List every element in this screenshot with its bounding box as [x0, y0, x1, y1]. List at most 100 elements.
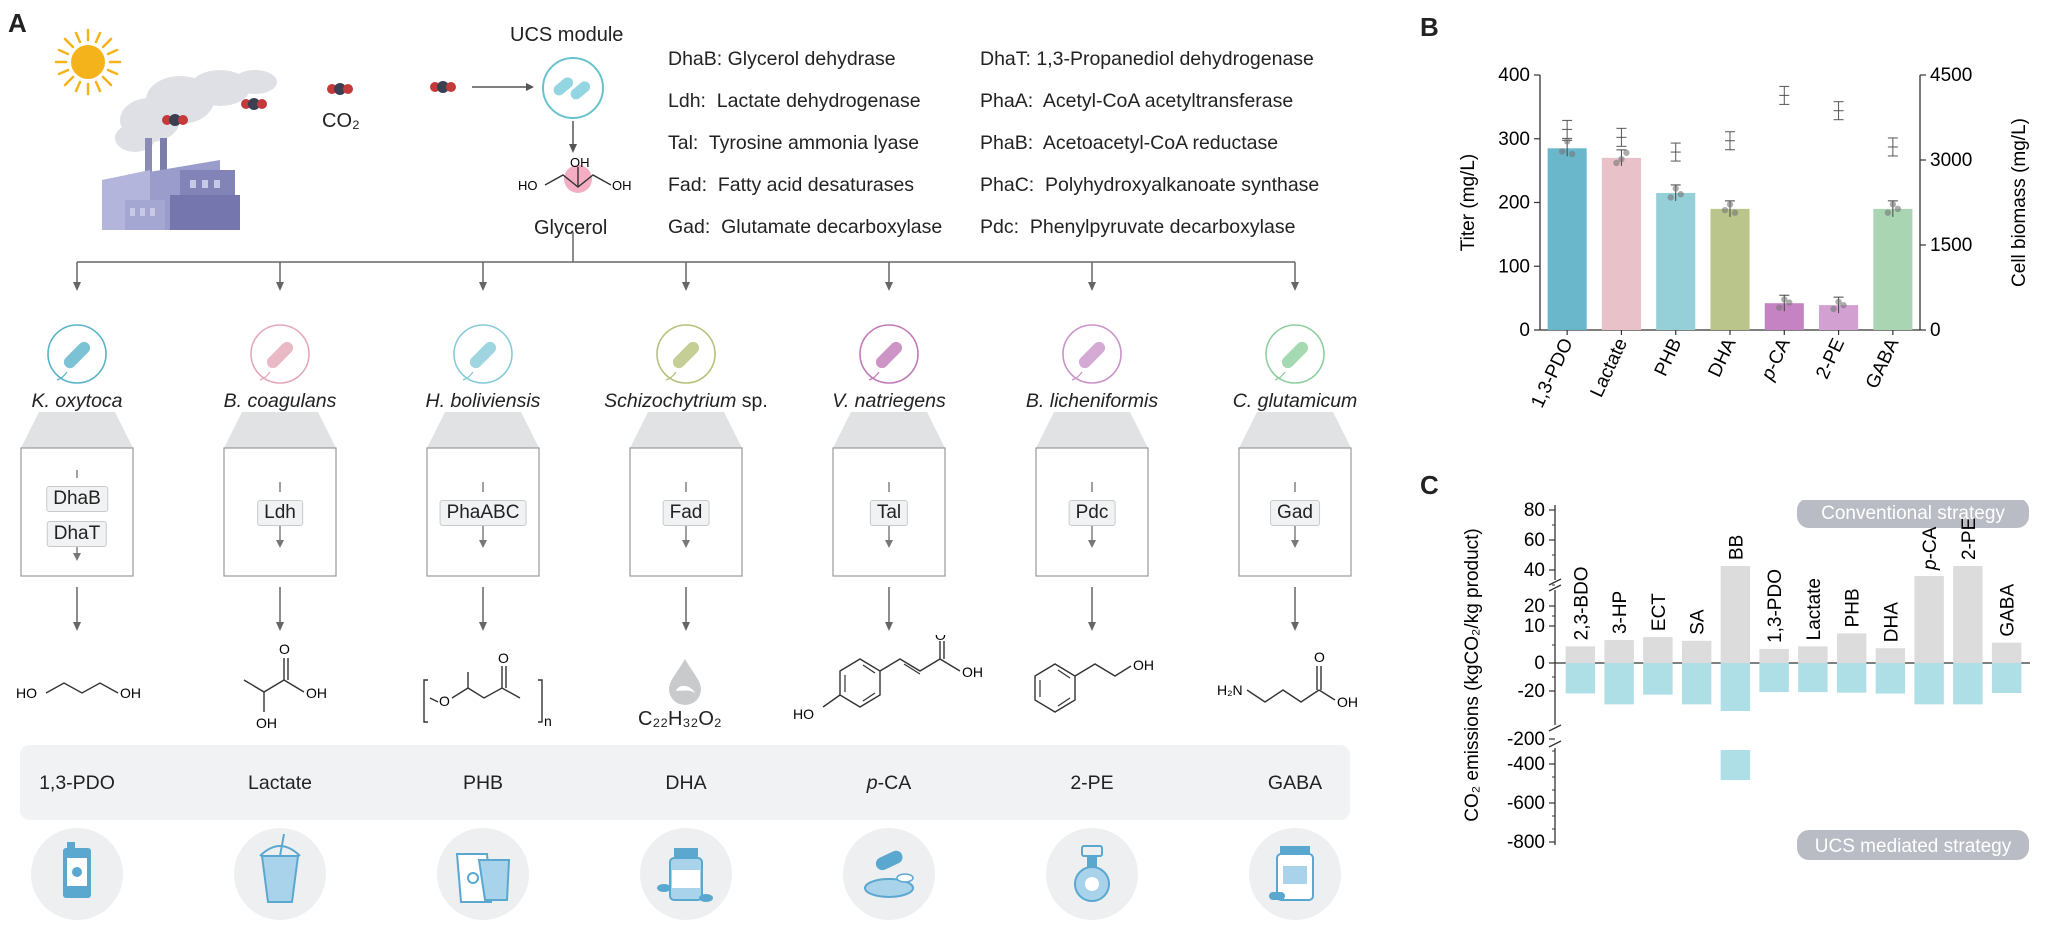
- enzyme-tag: Fad: [662, 500, 710, 526]
- tick-label: 80: [1524, 500, 1545, 521]
- tick-label: 40: [1524, 560, 1545, 581]
- panel-letter-a: A: [8, 8, 27, 38]
- bar-titer: [1601, 157, 1641, 330]
- titer-point: [1731, 209, 1739, 216]
- bar-conventional: [1875, 648, 1906, 663]
- bacterium-icon: [1062, 324, 1122, 384]
- legend-conventional-label: Conventional strategy: [1821, 503, 2005, 524]
- ylabel-right: Cell biomass (mg/L): [2009, 118, 2030, 287]
- ucs-module-icon: [542, 57, 604, 119]
- tick-label: 60: [1524, 530, 1545, 551]
- bar-conventional: [1914, 576, 1944, 663]
- ylabel: CO₂ emissions (kgCO₂/kg product): [1462, 528, 1483, 822]
- perfume-icon: [1046, 828, 1138, 920]
- product-label: DHA: [665, 772, 707, 794]
- legend-dhat: DhaT: 1,3-Propanediol dehydrogenase: [980, 48, 1314, 70]
- svg-text:OH: OH: [306, 685, 327, 701]
- product-label: 1,3-PDO: [39, 772, 115, 794]
- legend-phab: PhaB: Acetoacetyl-CoA reductase: [980, 132, 1279, 154]
- tick-label-left: 400: [1498, 65, 1530, 86]
- category-label: p-CA: [1920, 526, 1941, 571]
- co2-molecule-icon: [327, 83, 353, 95]
- titer-point: [1558, 148, 1566, 155]
- ylabel-left: Titer (mg/L): [1458, 154, 1479, 251]
- legend-ucs: [1797, 830, 2029, 860]
- bar-ucs: [1759, 663, 1789, 692]
- titer-point: [1667, 194, 1674, 201]
- tick-label: 0: [1534, 653, 1545, 674]
- enzyme-tag: PhaABC: [439, 500, 527, 526]
- lactate-structure: O OH OH: [243, 641, 327, 731]
- strain-label: V. natriegens: [832, 390, 946, 412]
- tick-label: -800: [1507, 832, 1545, 853]
- product-band: [20, 745, 1350, 820]
- ucs-module-title: UCS module: [510, 24, 624, 46]
- svg-text:OH: OH: [256, 715, 277, 731]
- tick-label: -20: [1518, 681, 1545, 702]
- biomass-marker: [1562, 119, 1573, 139]
- glycerol-label: Glycerol: [534, 217, 608, 239]
- biomass-marker: [1670, 142, 1681, 162]
- enzyme-tag: DhaT: [46, 521, 108, 547]
- bar-titer: [1547, 148, 1587, 330]
- bacterium-icon: [656, 324, 716, 384]
- product-label: GABA: [1267, 772, 1323, 794]
- category-label: Lactate: [1804, 578, 1825, 640]
- bar-conventional: [1643, 637, 1673, 663]
- product-label: 2-PE: [1070, 772, 1114, 794]
- svg-text:O: O: [1314, 650, 1325, 665]
- titer-point: [1840, 301, 1847, 309]
- svg-text:HO: HO: [518, 178, 538, 193]
- bar-ucs: [1875, 663, 1906, 694]
- supplement-jar-icon: [1249, 828, 1341, 920]
- svg-text:O: O: [279, 641, 290, 657]
- bar-conventional: [1759, 648, 1789, 663]
- titer-point: [1726, 201, 1734, 208]
- legend-phac: PhaC: Polyhydroxyalkanoate synthase: [980, 174, 1320, 196]
- category-label: 1,3-PDO: [1765, 569, 1786, 643]
- sun-icon: [54, 28, 122, 96]
- titer-point: [1781, 296, 1788, 303]
- tick-label-right: 3000: [1930, 150, 1972, 171]
- titer-point: [1835, 298, 1842, 306]
- legend-pdc: Pdc: Phenylpyruvate decarboxylase: [980, 216, 1296, 238]
- tick-label-right: 1500: [1930, 235, 1972, 256]
- bar-conventional: [1565, 646, 1596, 663]
- bacterium-icon: [453, 324, 513, 384]
- biomass-marker: [1725, 131, 1735, 151]
- tick-label-right: 4500: [1930, 65, 1972, 86]
- legend-tal: Tal: Tyrosine ammonia lyase: [668, 132, 920, 154]
- bar-conventional: [1681, 640, 1712, 663]
- bar-ucs: [1643, 663, 1673, 695]
- tick-label-right: 0: [1930, 320, 1941, 341]
- bar-ucs-lower: [1720, 750, 1751, 780]
- biomass-marker: [1833, 101, 1844, 121]
- svg-text:OH: OH: [570, 155, 590, 170]
- enzyme-tag: Tal: [869, 500, 909, 526]
- category-label: 3-HP: [1610, 591, 1631, 634]
- category-label: 1,3-PDO: [1527, 335, 1577, 411]
- category-label: DHA: [1881, 602, 1902, 642]
- bar-conventional: [1953, 566, 1983, 663]
- product-label: p-CA: [866, 772, 912, 794]
- glycerol-structure: HO OH OH: [518, 155, 632, 193]
- bar-ucs: [1681, 663, 1712, 705]
- legend-dhab: DhaB: Glycerol dehydrase: [668, 48, 896, 70]
- svg-text:OH: OH: [962, 664, 983, 680]
- phenylethanol-structure: OH: [1034, 657, 1154, 713]
- titer-point: [1721, 206, 1729, 214]
- svg-text:n: n: [544, 713, 552, 729]
- legend-phaa: PhaA: Acetyl-CoA acetyltransferase: [980, 90, 1294, 112]
- bag-icon: [437, 828, 529, 920]
- svg-text:O: O: [498, 650, 509, 666]
- legend-conventional: [1797, 500, 2029, 528]
- bar-ucs: [1720, 663, 1751, 711]
- bar-ucs: [1953, 663, 1983, 705]
- panel-letter-b: B: [1420, 12, 1439, 42]
- bacterium-icon: [1265, 324, 1325, 384]
- titer-point: [1776, 304, 1783, 311]
- bar-ucs: [1798, 663, 1828, 693]
- cup-icon: [234, 828, 326, 920]
